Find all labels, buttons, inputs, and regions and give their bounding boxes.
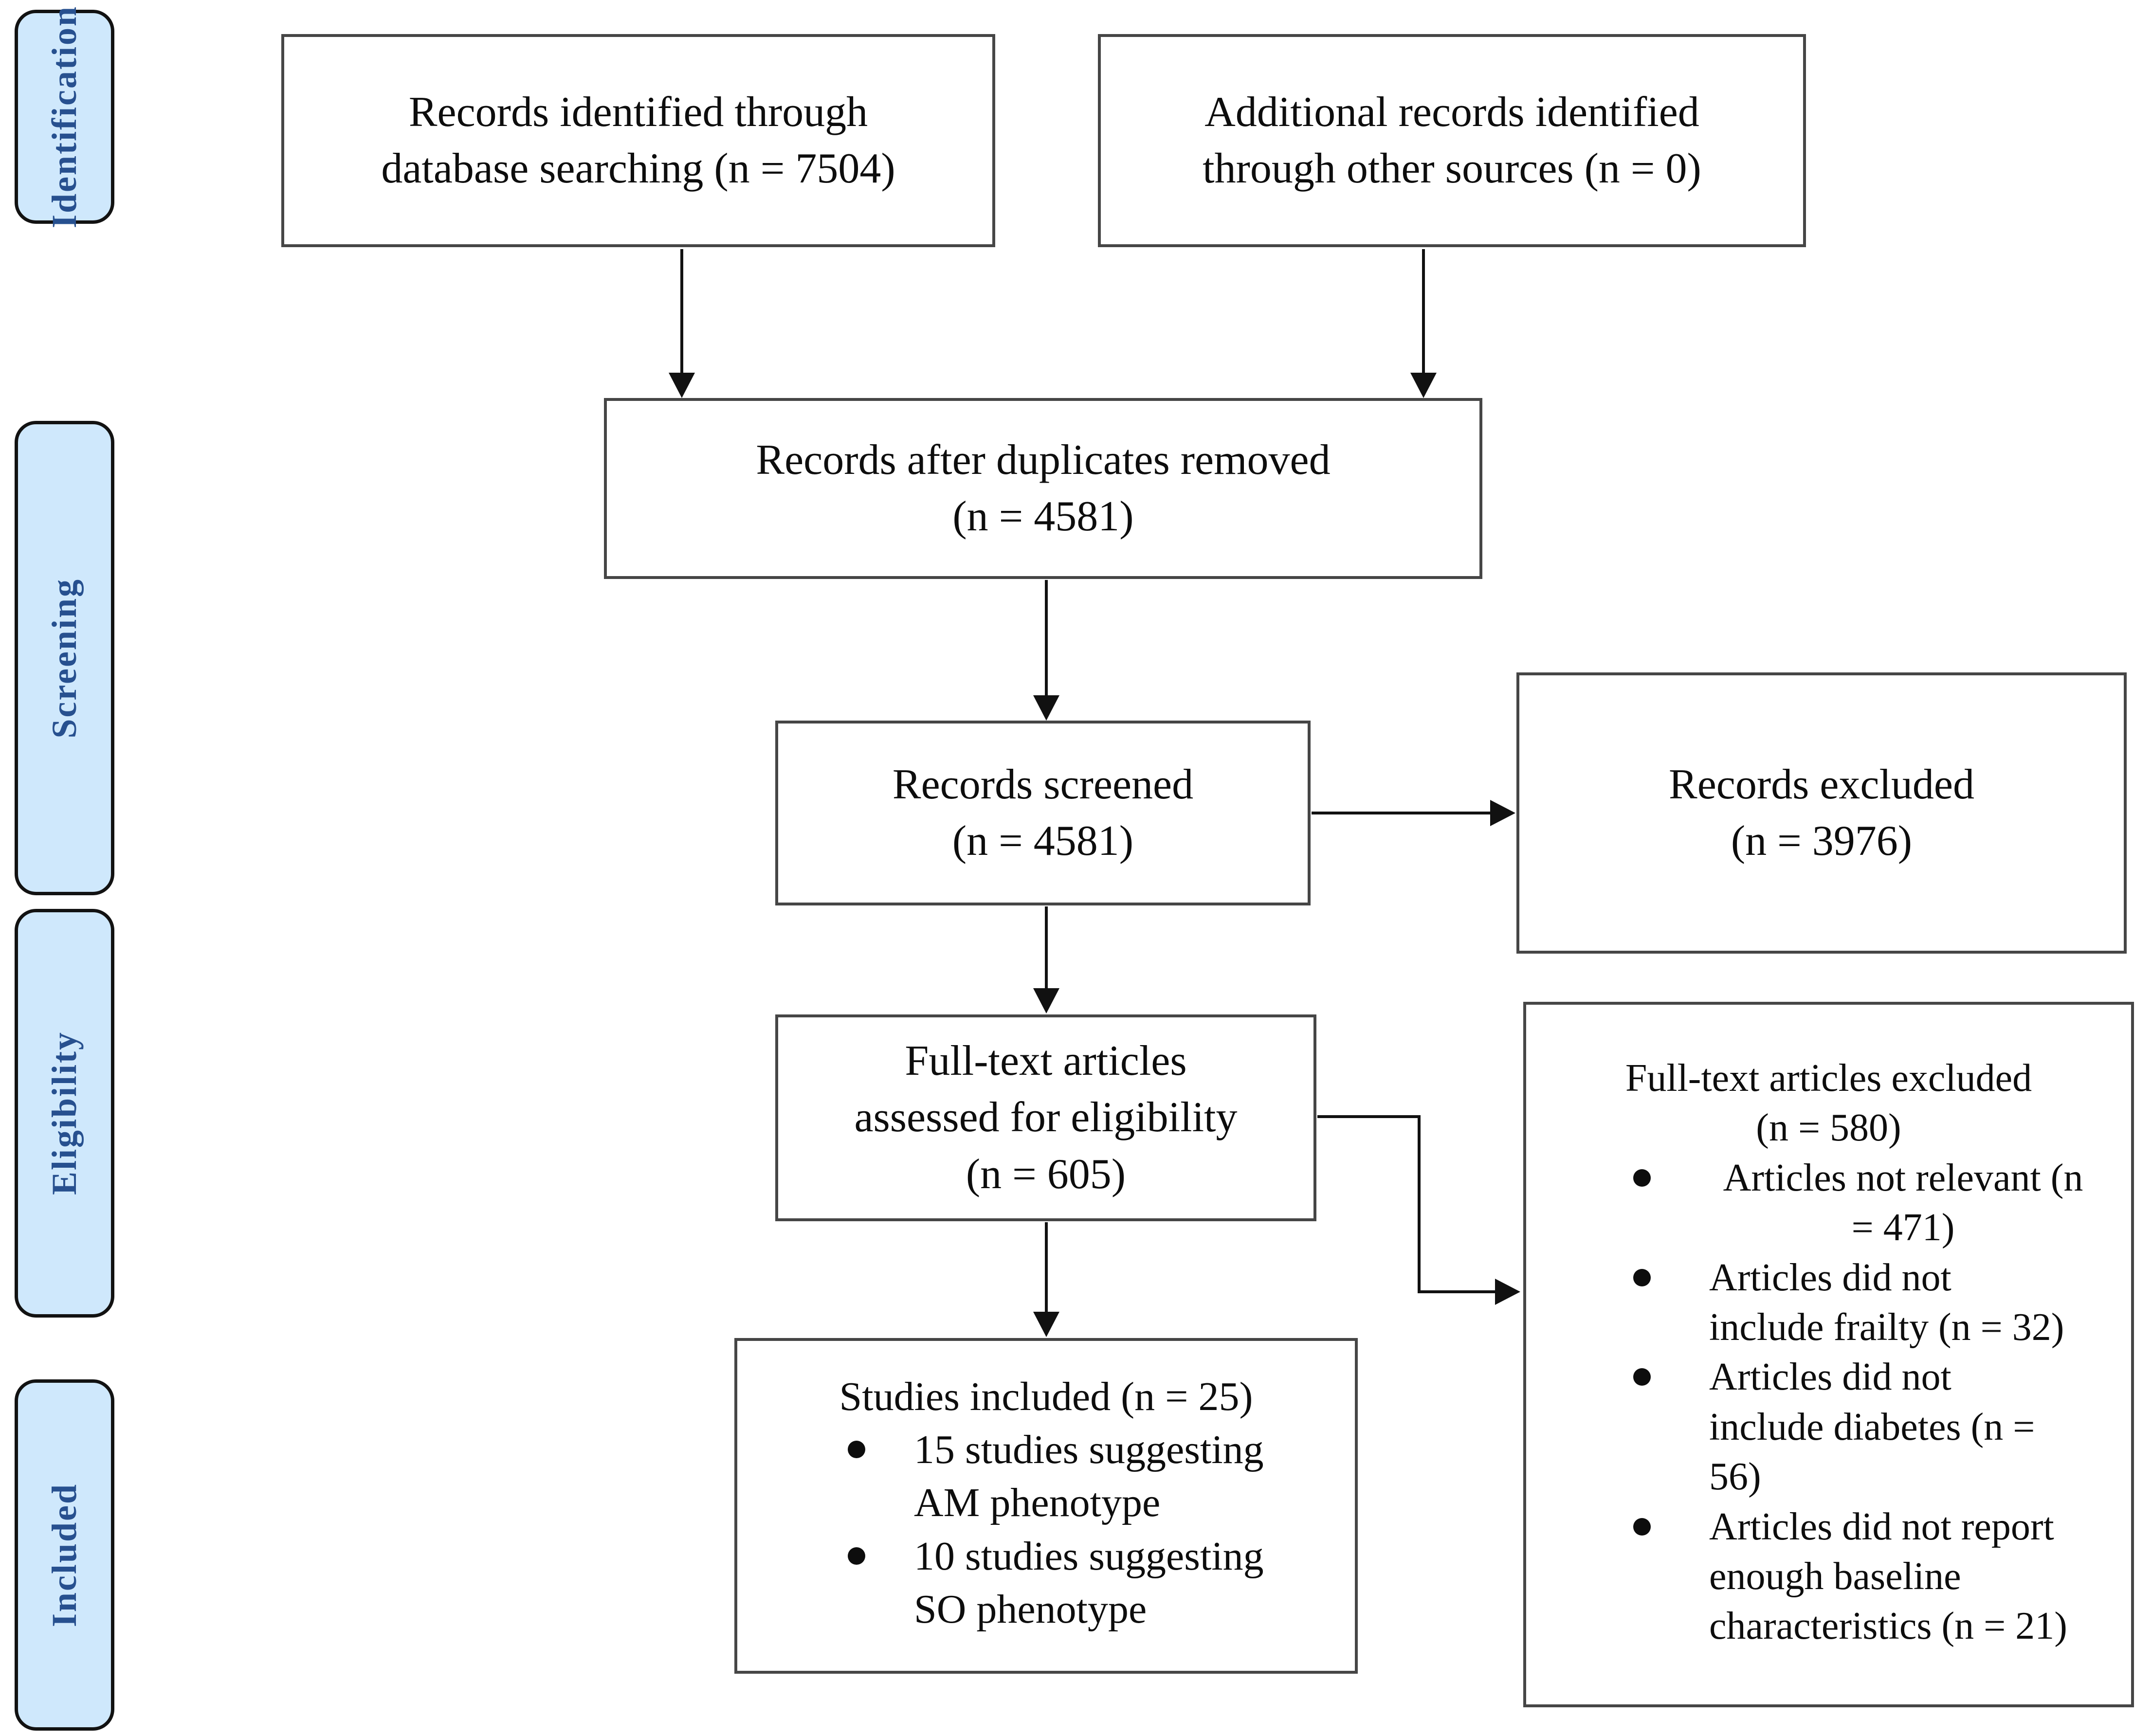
arrow-line-screened-to-fulltext [1045,906,1048,992]
box-fulltext-excluded: Full-text articles excluded (n = 580) Ar… [1523,1002,2134,1707]
bullet-icon [1633,1268,1651,1286]
bullet-icon [848,1547,865,1565]
bullet-icon [848,1441,865,1459]
box-records-after-duplicates: Records after duplicates removed (n = 45… [604,398,1482,579]
arrowhead-down-icon [1410,373,1437,398]
box-fulltext-assessed: Full-text articles assessed for eligibil… [775,1014,1316,1221]
list-item: 15 studies suggesting AM phenotype [848,1423,1326,1529]
bullet-icon [1633,1368,1651,1386]
arrow-line-fulltext-to-included [1045,1222,1048,1315]
stage-screening: Screening [15,421,114,895]
box-records-excluded: Records excluded (n = 3976) [1516,672,2127,954]
list-item: Articles did not include frailty (n = 32… [1633,1253,2097,1353]
stage-identification-label: Identification [45,5,84,229]
box-additional-records: Additional records identified through ot… [1098,34,1806,247]
arrow-elbow-fulltext-to-excluded-seg1 [1317,1115,1421,1118]
studies-included-item: 15 studies suggesting AM phenotype [914,1427,1264,1526]
box-records-identified: Records identified through database sear… [281,34,995,247]
arrow-line-screened-to-excluded [1312,812,1494,814]
studies-included-title: Studies included (n = 25) [839,1374,1253,1419]
fulltext-excluded-title: Full-text articles excluded (n = 580) [1625,1057,2032,1150]
list-item: 10 studies suggesting SO phenotype [848,1530,1326,1636]
fulltext-excluded-item: Articles did not include diabetes (n = 5… [1709,1356,2035,1499]
stage-eligibility: Eligibility [15,909,114,1318]
arrowhead-down-icon [669,373,695,398]
arrowhead-right-icon [1495,1279,1520,1305]
fulltext-excluded-item: Articles not relevant (n = 471) [1723,1156,2083,1249]
fulltext-excluded-item: Articles did not include frailty (n = 32… [1709,1256,2064,1349]
list-item: Articles did not report enough baseline … [1633,1502,2097,1651]
studies-included-item: 10 studies suggesting SO phenotype [914,1533,1264,1632]
fulltext-excluded-item: Articles did not report enough baseline … [1709,1505,2067,1648]
stage-included: Included [15,1379,114,1731]
stage-screening-label: Screening [45,578,84,739]
arrow-line-dedup-to-screened [1045,580,1048,699]
arrow-elbow-fulltext-to-excluded-seg2 [1418,1115,1421,1293]
arrowhead-down-icon [1033,988,1059,1013]
arrow-line-additional-to-dedup [1422,249,1425,377]
stage-identification: Identification [15,5,114,228]
stage-included-label: Included [45,1483,84,1628]
arrowhead-down-icon [1033,695,1059,721]
stage-eligibility-label: Eligibility [45,1031,84,1195]
bullet-icon [1633,1518,1651,1536]
arrowhead-right-icon [1490,800,1515,826]
list-item: Articles did not include diabetes (n = 5… [1633,1352,2097,1501]
box-studies-included: Studies included (n = 25) 15 studies sug… [734,1338,1358,1674]
arrow-elbow-fulltext-to-excluded-seg3 [1418,1290,1498,1293]
box-records-screened: Records screened (n = 4581) [775,721,1311,905]
arrow-line-identified-to-dedup [680,249,683,377]
arrowhead-down-icon [1033,1312,1059,1337]
list-item: Articles not relevant (n = 471) [1633,1153,2097,1253]
bullet-icon [1633,1169,1651,1187]
